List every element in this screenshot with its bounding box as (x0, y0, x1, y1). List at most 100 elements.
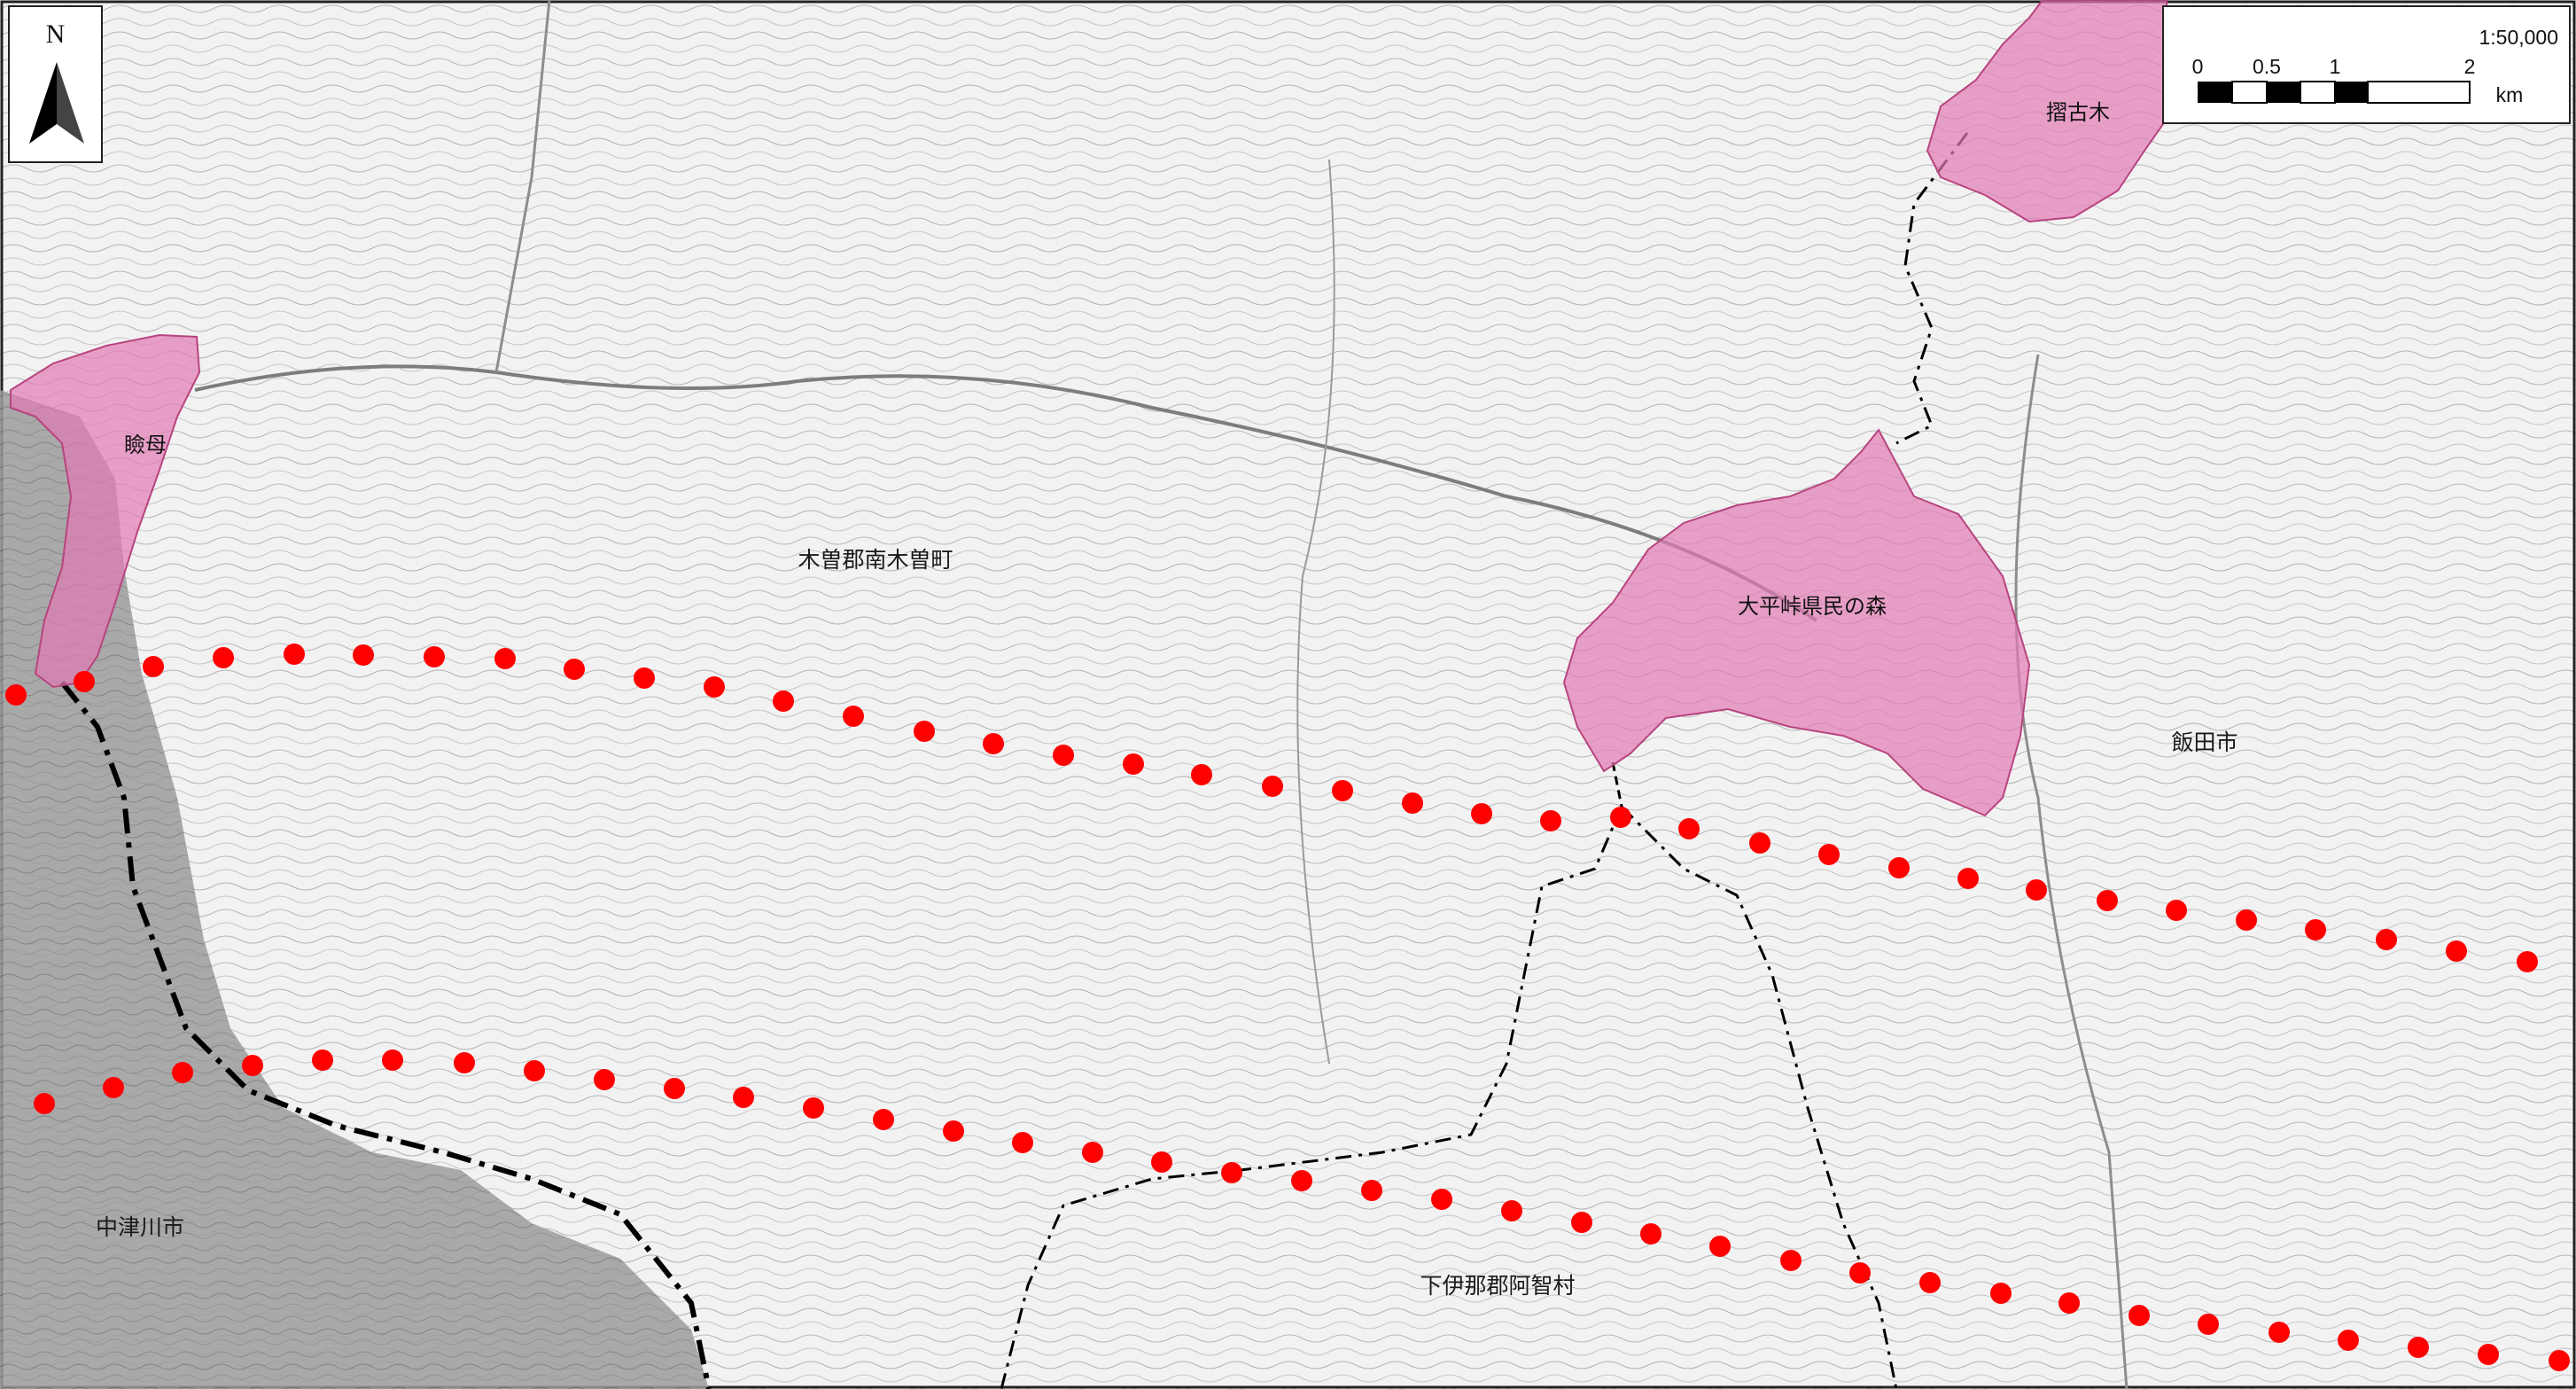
route-b-dot (1151, 1151, 1172, 1173)
route-b-dot (1361, 1180, 1382, 1201)
north-arrow-box: N (8, 5, 103, 163)
boundary-line-achi-east (1620, 805, 1898, 1389)
route-a-dot (843, 706, 864, 727)
area-shape-1[interactable] (10, 333, 201, 689)
route-b-dot (2408, 1337, 2429, 1358)
scale-seg-1 (2198, 82, 2232, 103)
route-b-dot (172, 1062, 193, 1083)
area-label-1: 瞼母 (124, 433, 167, 457)
route-a-dot (1540, 810, 1561, 831)
gifu-shaded-terrain (0, 390, 709, 1389)
river-east (2014, 354, 2129, 1389)
route-a-dot (1818, 844, 1840, 865)
route-b-dot (1709, 1236, 1731, 1257)
route-b-dot (943, 1120, 964, 1142)
route-b-dot (1082, 1142, 1103, 1163)
route-a-dot (1053, 745, 1074, 766)
route-a-dot (2305, 919, 2326, 940)
route-a-dot (1471, 803, 1492, 824)
route-a-dot (634, 667, 655, 689)
route-a-dot (2517, 951, 2538, 972)
route-b-dot (242, 1055, 263, 1076)
route-a-dot (1402, 792, 1423, 814)
route-b-dot (2549, 1350, 2570, 1371)
scale-seg-4 (2300, 81, 2336, 104)
route-b-dot (2269, 1322, 2290, 1343)
route-b-dot (873, 1109, 894, 1130)
route-a-dot (773, 691, 794, 712)
admin-label-kiso-nagiso: 木曽郡南木曽町 (798, 548, 953, 573)
boundary-line-achi (1000, 806, 1623, 1389)
route-b-dot (733, 1087, 754, 1108)
route-a-dot (1678, 818, 1700, 839)
route-a-dot (1191, 764, 1212, 785)
route-b-dot (524, 1060, 545, 1081)
river-ai (194, 364, 1818, 622)
admin-label-iida: 飯田市 (2171, 730, 2237, 755)
route-b-dot (1501, 1200, 1522, 1221)
scale-seg-5 (2335, 82, 2368, 103)
route-b-dot (2129, 1305, 2150, 1326)
road-center (1296, 159, 1335, 1065)
scale-bar: 1:50,000 0 0.5 1 2 km (2192, 26, 2558, 106)
boundary-line-nagiso-east (1611, 761, 1623, 808)
scale-ratio: 1:50,000 (2479, 26, 2558, 49)
scale-seg-6 (2367, 81, 2471, 104)
boundary-line-west (59, 681, 712, 1389)
route-b-dot (1640, 1223, 1662, 1245)
route-a-dot (564, 659, 585, 680)
route-b-dot (1919, 1272, 1941, 1293)
admin-label-achi: 下伊那郡阿智村 (1420, 1274, 1575, 1299)
route-a-dot (2026, 879, 2047, 901)
route-b-dot (1571, 1212, 1592, 1233)
scale-bar-box: 1:50,000 0 0.5 1 2 km (2162, 5, 2571, 124)
route-b-dot (594, 1069, 615, 1090)
scale-seg-2 (2231, 81, 2268, 104)
route-a-dot (353, 644, 374, 666)
route-b-dot (1221, 1162, 1242, 1183)
route-a-dot (2097, 890, 2118, 911)
route-b-dot (1990, 1283, 2012, 1304)
route-b-dot (1849, 1262, 1871, 1284)
area-shape-3[interactable] (1562, 428, 2031, 817)
scale-tick-2: 1 (2330, 55, 2341, 78)
area-label-3: 大平峠県民の森 (1738, 595, 1887, 619)
route-a-dot (1610, 807, 1631, 828)
scale-seg-3 (2267, 82, 2300, 103)
route-a-dot (1888, 857, 1910, 878)
river-north (494, 0, 551, 373)
route-a-dot (1123, 753, 1144, 775)
route-a-dot (494, 648, 516, 669)
route-b-dot (664, 1078, 685, 1099)
route-a-dot (143, 656, 164, 677)
route-b-dot (1780, 1250, 1802, 1271)
route-b-dot (2058, 1292, 2080, 1314)
route-b-dot (1012, 1132, 1033, 1153)
north-arrow-icon (29, 62, 84, 144)
route-a-dot (213, 647, 234, 668)
route-a-dot (2446, 940, 2467, 962)
route-a-dot (704, 676, 725, 698)
admin-label-nakatsugawa: 中津川市 (96, 1215, 184, 1240)
route-a-dot (74, 671, 95, 692)
route-a-dot (983, 733, 1004, 754)
route-a-dot (1749, 832, 1771, 854)
route-dots-group (5, 644, 2570, 1371)
route-b-dot (2338, 1330, 2359, 1351)
route-b-dot (2478, 1344, 2499, 1365)
route-b-dot (34, 1093, 55, 1114)
north-letter: N (45, 20, 66, 49)
route-a-dot (2236, 909, 2257, 931)
route-a-dot (1332, 780, 1353, 801)
route-b-dot (382, 1050, 403, 1071)
route-a-dot (2376, 929, 2397, 950)
scale-tick-1: 0.5 (2253, 55, 2281, 78)
route-a-dot (914, 721, 935, 742)
route-a-dot (2166, 900, 2187, 921)
area-shape-2[interactable] (1926, 0, 2171, 223)
route-b-dot (454, 1052, 475, 1073)
scale-tick-0: 0 (2192, 55, 2204, 78)
